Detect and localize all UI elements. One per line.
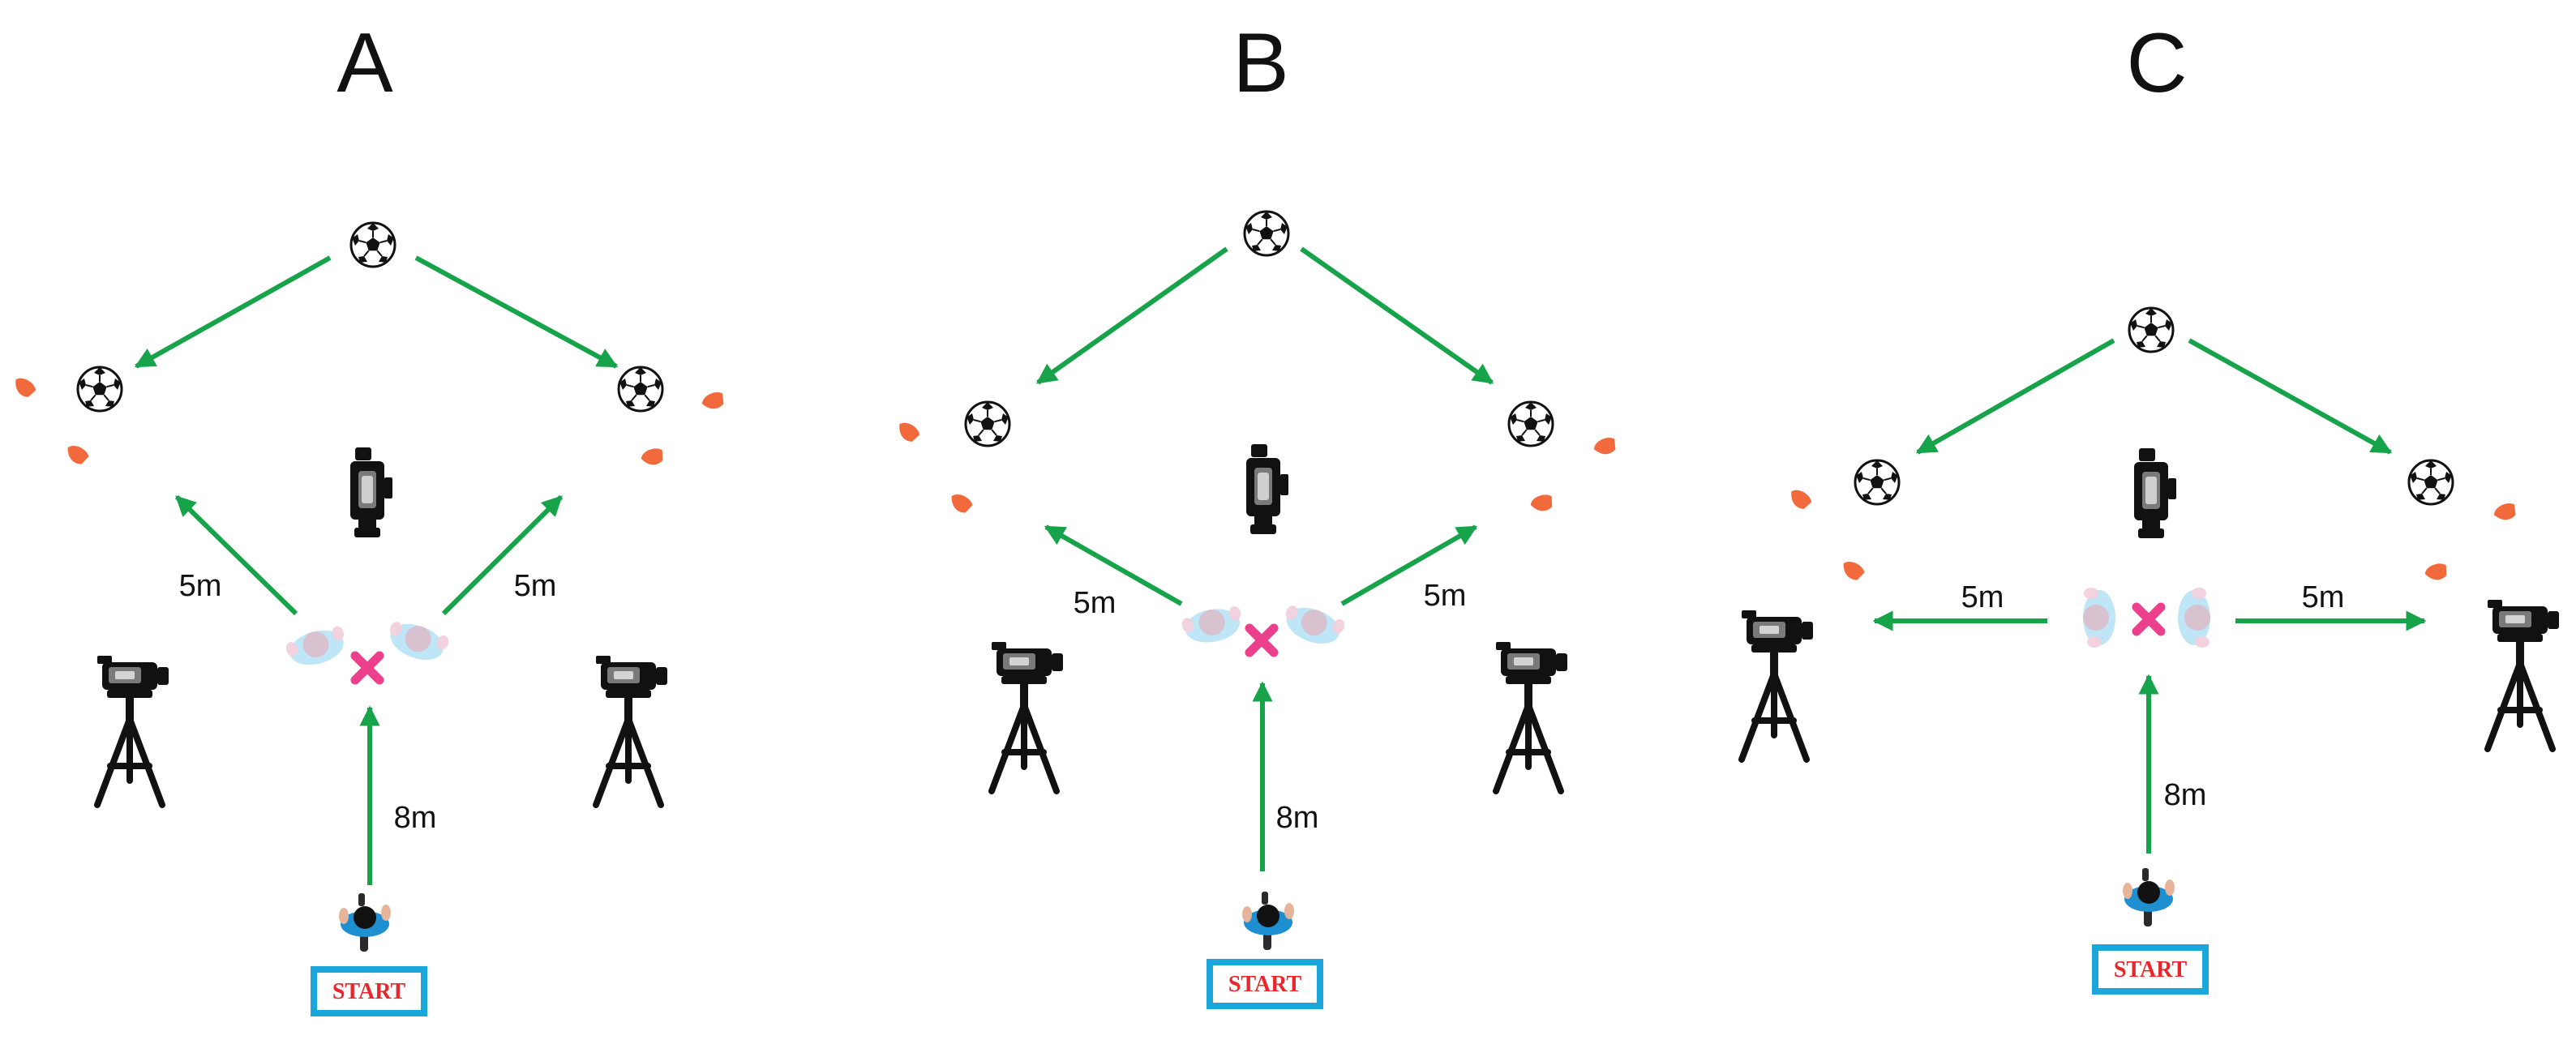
camera-tripod-icon: [596, 656, 667, 805]
arrow-icon: [414, 255, 619, 369]
panel-b: B 5m 5m 8m START: [894, 16, 1619, 1009]
traffic-cone-icon: [639, 445, 667, 469]
arrow-icon: [1300, 246, 1494, 385]
soccer-ball-icon: [617, 366, 664, 413]
arrows: [1872, 338, 2427, 854]
player-top-view-icon: [2083, 588, 2115, 648]
soccer-ball-icon: [1854, 459, 1901, 506]
traffic-cone-icon: [2423, 560, 2450, 584]
start-label: START: [2114, 957, 2188, 982]
traffic-cone-icon: [894, 419, 923, 445]
traffic-cone-icon: [10, 374, 39, 400]
start-label: START: [1228, 972, 1302, 997]
arrow-icon: [174, 494, 298, 616]
traffic-cone-icon: [63, 443, 91, 467]
panel-c: C 5m 5m 8m START: [1742, 16, 2559, 995]
soccer-ball-icon: [76, 366, 123, 413]
camera-tripod-icon: [97, 656, 169, 805]
camera-tripod-icon: [2488, 600, 2559, 749]
x-marker-icon: [1249, 628, 1274, 652]
distance-label: 8m: [1276, 801, 1319, 835]
soccer-ball-icon: [964, 400, 1011, 447]
player-top-view-icon: [383, 616, 451, 668]
panel-a: A 5m 5m 8m START: [10, 16, 727, 1016]
distance-label: 5m: [2302, 580, 2345, 614]
distance-label: 5m: [1074, 586, 1117, 620]
start-box: START: [1207, 959, 1323, 1009]
traffic-cone-icon: [1839, 558, 1867, 583]
player-top-view-icon: [283, 624, 350, 671]
arrow-icon: [1044, 524, 1183, 606]
camera-tripod-icon: [1496, 642, 1567, 791]
traffic-cone-icon: [1592, 434, 1619, 459]
distance-label: 5m: [514, 569, 557, 603]
traffic-cone-icon: [947, 491, 975, 516]
player-top-view-icon: [339, 893, 391, 952]
arrows: [134, 255, 619, 885]
distance-label: 5m: [179, 569, 222, 603]
arrow-icon: [441, 494, 564, 616]
camera-icon: [1246, 444, 1288, 534]
player-top-view-icon: [1242, 892, 1294, 950]
distance-label: 5m: [1424, 579, 1467, 613]
camera-icon: [2134, 448, 2176, 538]
arrow-icon: [134, 255, 332, 369]
traffic-cone-icon: [2492, 500, 2519, 524]
camera-icon: [350, 447, 392, 537]
traffic-cone-icon: [700, 389, 727, 413]
distance-label: 8m: [394, 801, 437, 835]
soccer-ball-icon: [1243, 210, 1290, 257]
panel-title: A: [336, 16, 393, 110]
start-label: START: [332, 979, 406, 1004]
player-top-view-icon: [1279, 600, 1347, 652]
arrow-icon: [2188, 338, 2393, 455]
x-marker-icon: [355, 656, 379, 680]
player-top-view-icon: [1180, 604, 1245, 648]
camera-tripod-icon: [1742, 610, 1813, 759]
arrow-icon: [1035, 246, 1228, 385]
player-top-view-icon: [2178, 588, 2210, 648]
arrows: [1035, 246, 1494, 871]
panel-title: B: [1232, 16, 1288, 110]
start-box: START: [2092, 944, 2209, 995]
soccer-ball-icon: [349, 221, 396, 268]
arrow-icon: [1340, 524, 1478, 606]
camera-tripod-icon: [992, 642, 1063, 791]
traffic-cone-icon: [1785, 486, 1815, 512]
distance-label: 5m: [1961, 580, 2004, 614]
soccer-ball-icon: [1507, 400, 1554, 447]
soccer-ball-icon: [2407, 459, 2454, 506]
arrow-icon: [1915, 338, 2115, 455]
x-marker-icon: [2137, 607, 2161, 631]
player-top-view-icon: [2123, 868, 2175, 926]
distance-label: 8m: [2164, 778, 2207, 812]
soccer-ball-icon: [2128, 306, 2175, 353]
traffic-cone-icon: [1528, 491, 1556, 516]
start-box: START: [311, 966, 427, 1016]
panel-title: C: [2126, 16, 2187, 110]
